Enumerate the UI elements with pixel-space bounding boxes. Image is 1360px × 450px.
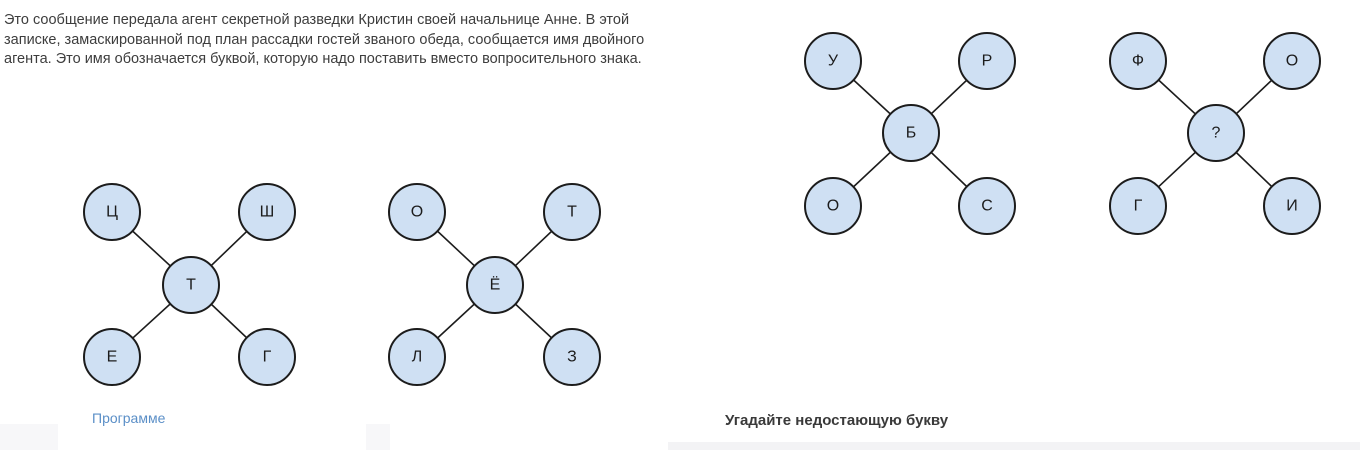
node-top-left: У <box>804 32 862 90</box>
node-top-right: Т <box>543 183 601 241</box>
node-letter: Ш <box>260 204 275 221</box>
node-bottom-left: Л <box>388 328 446 386</box>
node-center: Т <box>162 256 220 314</box>
node-letter: Ф <box>1132 53 1144 70</box>
node-letter: ? <box>1212 125 1221 142</box>
node-center: Ё <box>466 256 524 314</box>
node-letter: Т <box>186 277 196 294</box>
node-letter: З <box>567 349 577 366</box>
truncated-link[interactable]: Программе <box>92 404 165 426</box>
node-bottom-right: З <box>543 328 601 386</box>
node-letter: Ц <box>106 204 118 221</box>
node-letter: И <box>1286 198 1298 215</box>
node-letter: С <box>981 198 993 215</box>
truncated-link-label: Программе <box>92 410 166 426</box>
node-letter: У <box>828 53 839 70</box>
node-top-right: Р <box>958 32 1016 90</box>
footer-card <box>58 418 366 450</box>
node-letter: Г <box>263 349 272 366</box>
node-letter: Е <box>107 349 118 366</box>
node-bottom-left: Е <box>83 328 141 386</box>
node-letter: О <box>1286 53 1298 70</box>
node-letter: Б <box>906 125 917 142</box>
node-letter: Л <box>412 349 423 366</box>
seating-diagram-1: Ц Ш Т Е Г <box>83 183 296 386</box>
node-letter: О <box>827 198 839 215</box>
node-bottom-right: С <box>958 177 1016 235</box>
node-top-right: Ш <box>238 183 296 241</box>
node-top-left: О <box>388 183 446 241</box>
node-bottom-left: О <box>804 177 862 235</box>
footer-card-secondary <box>390 418 668 450</box>
puzzle-description: Это сообщение передала агент секретной р… <box>4 12 645 67</box>
node-letter: Ё <box>490 276 501 294</box>
node-bottom-left: Г <box>1109 177 1167 235</box>
seating-diagram-2: О Т Ё Л З <box>388 183 601 386</box>
node-bottom-right: Г <box>238 328 296 386</box>
node-center-unknown: ? <box>1187 104 1245 162</box>
node-letter: Р <box>982 53 993 70</box>
node-letter: Г <box>1134 198 1143 215</box>
node-top-left: Ц <box>83 183 141 241</box>
node-bottom-right: И <box>1263 177 1321 235</box>
seating-diagram-4: Ф О ? Г И <box>1109 32 1321 235</box>
node-top-left: Ф <box>1109 32 1167 90</box>
seating-diagram-3: У Р Б О С <box>804 32 1016 235</box>
node-letter: Т <box>567 204 577 221</box>
node-center: Б <box>882 104 940 162</box>
footer-strip-right <box>668 442 1360 450</box>
node-top-right: О <box>1263 32 1321 90</box>
node-letter: О <box>411 204 423 221</box>
task-caption: Угадайте недостающую букву <box>725 412 949 429</box>
